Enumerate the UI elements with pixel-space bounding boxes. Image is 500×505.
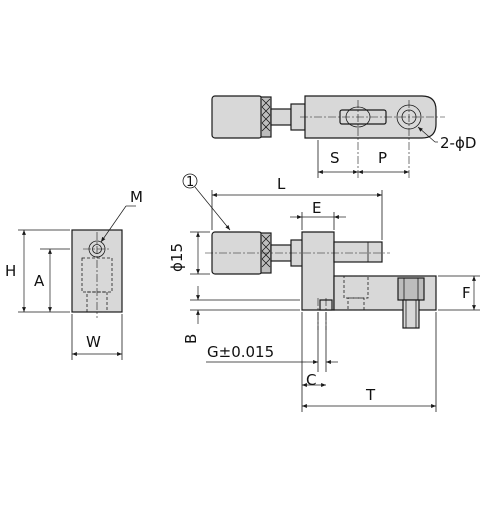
dim-w-label: W xyxy=(86,333,101,351)
dim-b-label: B xyxy=(182,334,200,344)
dim-f-label: F xyxy=(462,284,471,302)
dim-e-label: E xyxy=(312,199,321,217)
end-view: M H A W xyxy=(5,188,143,360)
dim-t-label: T xyxy=(365,386,376,404)
dim-d-label: 2-ϕD xyxy=(440,134,476,152)
dim-c-label: C xyxy=(306,371,316,389)
callout-circle xyxy=(182,173,198,189)
front-dimensions: L E 1 ϕ15 B G±0.015 C xyxy=(168,173,480,412)
dim-p-label: P xyxy=(378,149,387,167)
dim-m-label: M xyxy=(130,188,143,206)
top-shaft xyxy=(270,108,292,126)
dim-g-label: G±0.015 xyxy=(207,343,274,361)
dim-h-label: H xyxy=(5,262,16,280)
dim-phi15-label: ϕ15 xyxy=(168,243,186,272)
dim-a-label: A xyxy=(34,272,45,290)
top-view: S P 2-ϕD xyxy=(211,95,476,178)
front-screw-head xyxy=(397,277,425,301)
front-plunger xyxy=(333,241,383,263)
front-screw-thread xyxy=(402,299,420,329)
callout-label: 1 xyxy=(186,175,194,190)
dim-s-label: S xyxy=(330,149,340,167)
front-view xyxy=(205,231,437,330)
top-knob xyxy=(211,95,263,139)
dim-l-label: L xyxy=(277,175,286,193)
